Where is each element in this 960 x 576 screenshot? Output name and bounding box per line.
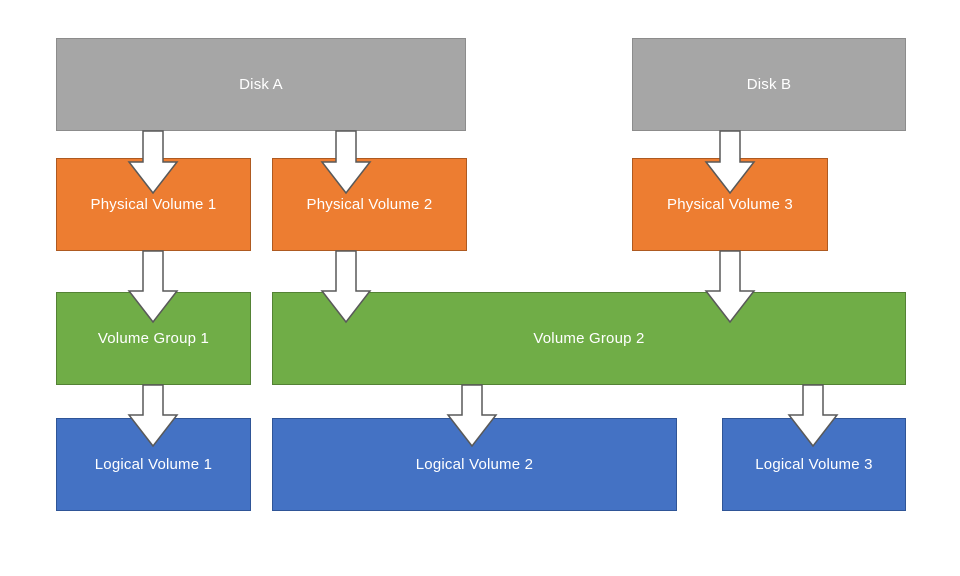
node-disk-b: Disk B [632, 38, 906, 131]
node-label: Physical Volume 3 [667, 196, 793, 213]
down-arrow-icon-disk-a-to-pv2 [320, 130, 372, 195]
node-label: Disk A [239, 76, 283, 93]
down-arrow-icon-pv3-to-vg2 [704, 250, 756, 324]
node-label: Logical Volume 2 [415, 456, 534, 473]
node-label: Volume Group 2 [533, 330, 645, 347]
node-label: Physical Volume 2 [306, 196, 433, 213]
down-arrow-icon-disk-a-to-pv1 [127, 130, 179, 195]
node-label: Logical Volume 3 [755, 456, 873, 473]
down-arrow-icon-vg2-to-lv2 [446, 384, 498, 448]
node-label: Disk B [746, 76, 792, 93]
down-arrow-icon-vg1-to-lv1 [127, 384, 179, 448]
down-arrow-icon-pv2-to-vg2 [320, 250, 372, 324]
down-arrow-icon-vg2-to-lv3 [787, 384, 839, 448]
node-disk-a: Disk A [56, 38, 466, 131]
node-vg2: Volume Group 2 [272, 292, 906, 385]
node-pv2: Physical Volume 2 [272, 158, 467, 251]
node-label: Volume Group 1 [97, 330, 210, 347]
node-label: Physical Volume 1 [90, 196, 217, 213]
down-arrow-icon-pv1-to-vg1 [127, 250, 179, 324]
down-arrow-icon-disk-b-to-pv3 [704, 130, 756, 195]
node-label: Logical Volume 1 [94, 456, 213, 473]
